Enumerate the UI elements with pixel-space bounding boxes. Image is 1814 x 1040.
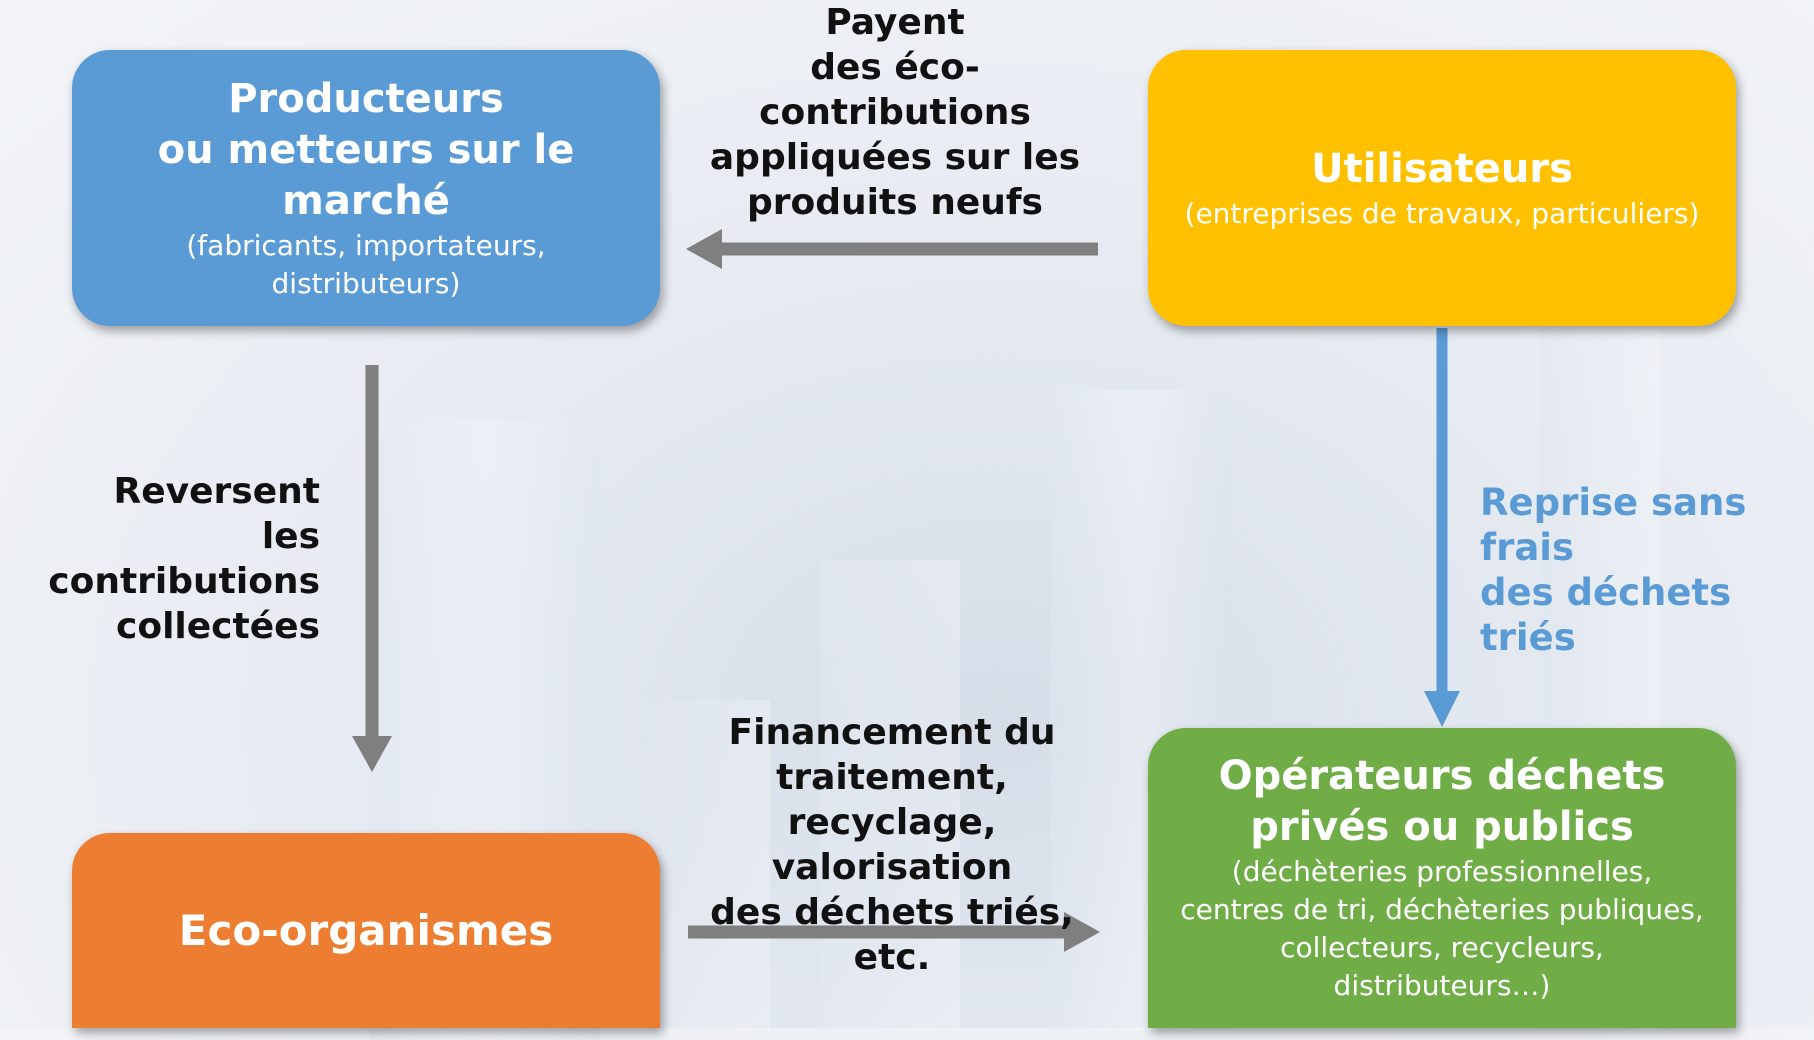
node-producteurs-title: Producteurs ou metteurs sur le marché (157, 75, 575, 224)
arrowhead-payent (686, 229, 722, 269)
background-building (650, 700, 770, 1030)
node-eco-organismes: Eco-organismes (72, 833, 660, 1028)
arrowhead-reprise (1424, 691, 1460, 727)
edge-label-reprise: Reprise sans frais des déchets triés (1480, 481, 1747, 659)
node-operateurs-title: Opérateurs déchets privés ou publics (1218, 753, 1666, 850)
node-utilisateurs-title: Utilisateurs (1311, 145, 1573, 192)
node-utilisateurs: Utilisateurs (entreprises de travaux, pa… (1148, 50, 1736, 326)
edge-label-financement: Financement du traitement, recyclage, va… (710, 712, 1074, 978)
node-operateurs-subtitle: (déchèteries professionnelles, centres d… (1180, 855, 1704, 1002)
node-utilisateurs-subtitle: (entreprises de travaux, particuliers) (1184, 196, 1700, 230)
node-producteurs-subtitle: (fabricants, importateurs, distributeurs… (186, 228, 546, 300)
arrowhead-reversent (352, 736, 392, 772)
edge-label-payent: Payent des éco- contributions appliquées… (709, 2, 1081, 223)
node-producteurs: Producteurs ou metteurs sur le marché (f… (72, 50, 660, 326)
arrowhead-financement (1064, 912, 1100, 952)
node-operateurs: Opérateurs déchets privés ou publics (dé… (1148, 728, 1736, 1028)
background-building (820, 560, 960, 1030)
edge-label-reversent: Reversent les contributions collectées (48, 471, 320, 647)
node-eco-organismes-title: Eco-organismes (178, 906, 554, 955)
